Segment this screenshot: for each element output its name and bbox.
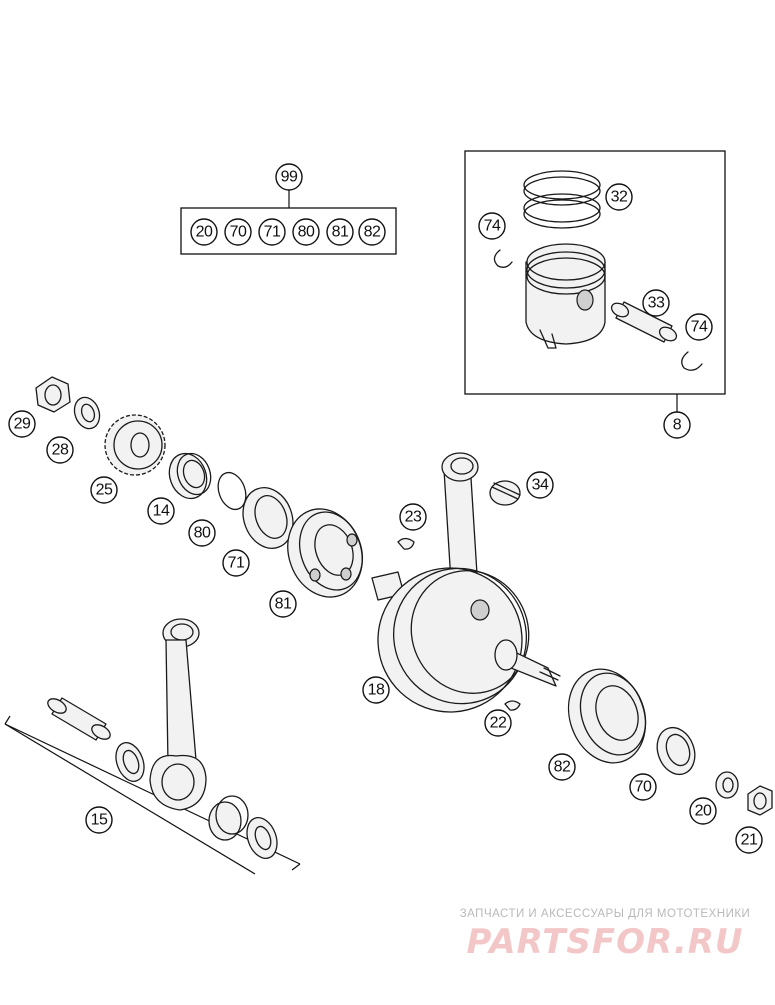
- callout-kit-81: 81: [326, 218, 354, 246]
- svg-text:25: 25: [96, 482, 113, 499]
- svg-text:28: 28: [52, 442, 69, 459]
- gear-drawing: [104, 414, 166, 476]
- callout-74-left: 74: [478, 212, 506, 240]
- callout-14: 14: [147, 497, 175, 525]
- piston-group: [464, 150, 726, 412]
- woodruff-key-top-drawing: [397, 537, 415, 550]
- callout-20: 20: [689, 797, 717, 825]
- callout-74-right: 74: [685, 313, 713, 341]
- svg-text:99: 99: [281, 169, 298, 186]
- callout-34: 34: [526, 471, 554, 499]
- svg-text:20: 20: [695, 803, 712, 820]
- callout-80: 80: [188, 519, 216, 547]
- bushing-drawing: [168, 452, 212, 500]
- washer-left-drawing: [73, 396, 101, 430]
- callout-29: 29: [8, 410, 36, 438]
- svg-text:14: 14: [153, 503, 170, 520]
- watermark: ЗАПЧАСТИ И АКСЕССУАРЫ ДЛЯ МОТОТЕХНИКИ PA…: [440, 908, 770, 962]
- svg-text:20: 20: [196, 224, 213, 241]
- needle-bearing-top-drawing: [489, 480, 521, 506]
- nut-right-drawing: [747, 785, 773, 816]
- svg-text:8: 8: [673, 417, 682, 434]
- conrod-pin-drawing: [47, 697, 111, 741]
- callout-18: 18: [362, 676, 390, 704]
- piston-drawing: [525, 243, 606, 349]
- svg-text:81: 81: [332, 224, 349, 241]
- woodruff-key-bottom-drawing: [504, 700, 521, 711]
- svg-text:70: 70: [230, 224, 247, 241]
- svg-text:29: 29: [14, 416, 31, 433]
- svg-text:18: 18: [368, 682, 385, 699]
- circlip-right-drawing: [681, 351, 703, 371]
- seal-right-drawing: [656, 726, 696, 776]
- callout-15: 15: [85, 806, 113, 834]
- svg-text:70: 70: [635, 779, 652, 796]
- callout-25: 25: [90, 476, 118, 504]
- seal-left-drawing: [242, 487, 294, 549]
- watermark-tagline: ЗАПЧАСТИ И АКСЕССУАРЫ ДЛЯ МОТОТЕХНИКИ: [459, 908, 751, 920]
- svg-text:22: 22: [490, 715, 507, 732]
- callout-kit-20: 20: [190, 218, 218, 246]
- callout-99: 99: [275, 163, 303, 191]
- callout-33: 33: [642, 289, 670, 317]
- svg-text:15: 15: [91, 812, 108, 829]
- svg-text:21: 21: [741, 832, 758, 849]
- callout-70: 70: [629, 773, 657, 801]
- circlip-left-drawing: [493, 249, 513, 268]
- svg-text:32: 32: [611, 189, 628, 206]
- callout-kit-71: 71: [258, 218, 286, 246]
- conrod-washer-left-drawing: [115, 742, 145, 782]
- callout-28: 28: [46, 436, 74, 464]
- conrod-drawing: [149, 618, 207, 811]
- conrod-washer-right-drawing: [246, 817, 278, 859]
- callout-8: 8: [663, 411, 691, 439]
- svg-text:74: 74: [691, 319, 708, 336]
- svg-text:80: 80: [194, 525, 211, 542]
- left-side-parts: [35, 376, 363, 598]
- svg-text:80: 80: [298, 224, 315, 241]
- conrod-kit-group: [4, 618, 301, 875]
- callout-81: 81: [269, 590, 297, 618]
- o-ring-drawing: [217, 471, 247, 511]
- svg-text:71: 71: [264, 224, 281, 241]
- callout-22: 22: [484, 709, 512, 737]
- svg-text:23: 23: [405, 509, 422, 526]
- svg-text:71: 71: [228, 555, 245, 572]
- callout-21: 21: [735, 826, 763, 854]
- piston-ring-drawing: [523, 170, 601, 229]
- svg-text:81: 81: [275, 596, 292, 613]
- bearing-left-drawing: [287, 508, 363, 598]
- callout-32: 32: [605, 183, 633, 211]
- callout-kit-70: 70: [224, 218, 252, 246]
- svg-text:33: 33: [648, 295, 665, 312]
- crankshaft-assembly: [371, 452, 561, 713]
- right-side-parts: [567, 668, 773, 816]
- svg-text:82: 82: [554, 759, 571, 776]
- callout-71: 71: [222, 549, 250, 577]
- callout-kit-82: 82: [358, 218, 386, 246]
- bearing-right-drawing: [567, 668, 647, 764]
- washer-right-drawing: [715, 771, 739, 799]
- piston-pin-drawing: [610, 301, 678, 343]
- svg-text:34: 34: [532, 477, 549, 494]
- repair-kit-group: [180, 189, 397, 255]
- nut-left-drawing: [35, 376, 71, 413]
- conrod-needle-bearing-drawing: [208, 795, 249, 841]
- callout-23: 23: [399, 503, 427, 531]
- callout-82: 82: [548, 753, 576, 781]
- callout-kit-80: 80: [292, 218, 320, 246]
- svg-text:82: 82: [364, 224, 381, 241]
- watermark-logo: PARTSFOR.RU: [466, 922, 744, 962]
- svg-text:74: 74: [484, 218, 501, 235]
